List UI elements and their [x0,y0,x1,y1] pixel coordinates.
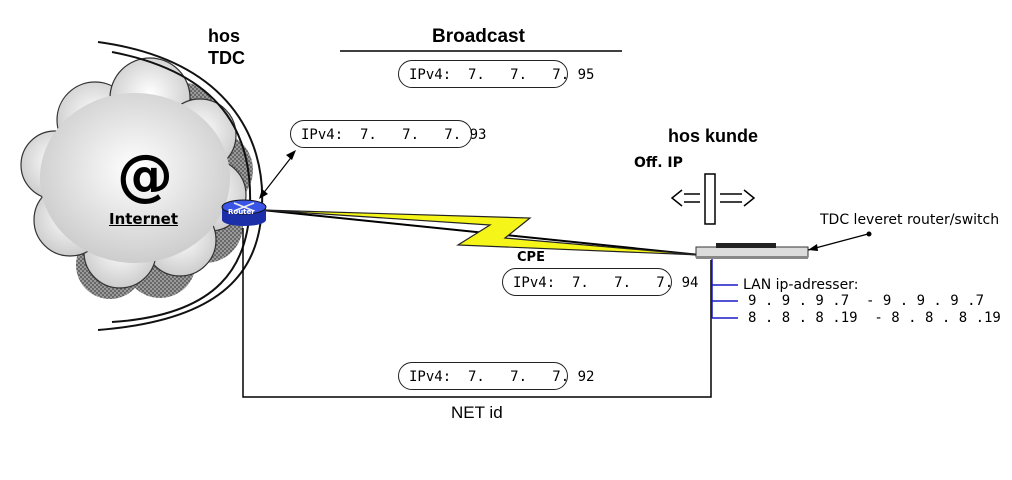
router-ip-box: IPv4: 7. 7. 7. 93 [290,120,486,148]
router-icon [221,199,267,226]
broadcast-heading: Broadcast [432,26,525,47]
left-double-arrow-icon [670,189,700,207]
hos-kunde-heading: hos kunde [668,126,759,146]
lan-range-2: 8 . 8 . 8 .19 - 8 . 8 . 8 .19 [748,310,1001,326]
firewall-wall [704,173,716,225]
lan-range-1: 9 . 9 . 9 .7 - 9 . 9 . 9 .7 [748,293,985,309]
router-ip-pointer-arrow [259,150,296,199]
cpe-label: CPE [517,250,545,265]
at-symbol: @ [117,143,173,208]
customer-device-label: TDC leveret router/switch [820,212,1000,228]
cpe-ip-box: IPv4: 7. 7. 7. 94 [502,268,698,296]
customer-router-switch-icon [695,243,809,259]
net-id-line [242,228,712,398]
internet-label: Internet [109,210,179,228]
device-label-pointer-arrow [807,231,872,251]
lan-heading: LAN ip-adresser: [743,277,859,293]
lan-bracket-lines [711,259,738,319]
net-ip-box: IPv4: 7. 7. 7. 92 [398,362,594,390]
broadcast-ip-box: IPv4: 7. 7. 7. 95 [398,60,594,88]
net-id-label: NET id [451,403,503,422]
hos-tdc-line1: hos [208,26,241,46]
right-double-arrow-icon [720,189,756,207]
off-ip-label: Off. IP [634,155,683,171]
router-label: Router [228,208,255,216]
hos-tdc-line2: TDC [208,48,245,68]
